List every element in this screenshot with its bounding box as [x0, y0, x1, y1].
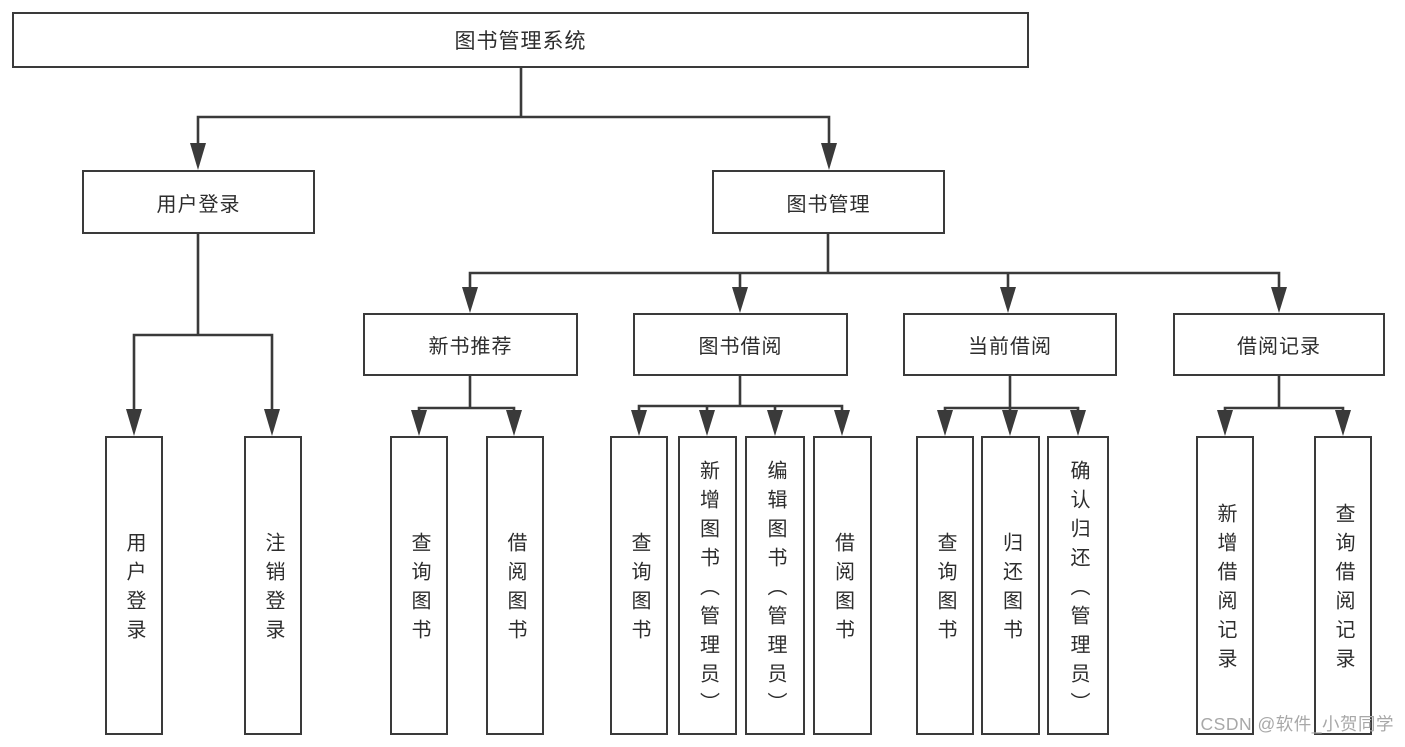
- arrowhead: [1335, 410, 1351, 436]
- node-book-management: 图书管理: [712, 170, 945, 234]
- arrowhead: [767, 410, 783, 436]
- connector-user-login-children: [132, 232, 274, 414]
- node-book-borrowing: 图书借阅: [633, 313, 848, 376]
- node-current-borrowing: 当前借阅: [903, 313, 1117, 376]
- arrowhead: [732, 287, 748, 313]
- node-book-management-label: 图书管理: [786, 193, 871, 216]
- connector-book-management-children: [468, 232, 1281, 291]
- node-borrow-records: 借阅记录: [1173, 313, 1385, 376]
- leaf-logout: 注销登录: [244, 436, 302, 735]
- arrowhead: [631, 410, 647, 436]
- connector-new-book-recommend-children: [417, 374, 516, 416]
- leaf-nbr-query-books-label: 查询图书: [408, 532, 430, 648]
- leaf-bb-add-books-admin-label: 新增图书（管理员）: [696, 459, 719, 721]
- arrowhead: [264, 409, 280, 436]
- leaf-br-add-record-label: 新增借阅记录: [1214, 503, 1236, 677]
- watermark: CSDN @软件_小贺同学: [1200, 714, 1394, 734]
- node-new-book-recommend-label: 新书推荐: [428, 336, 513, 358]
- connector-current-borrowing-children: [943, 374, 1080, 416]
- arrowhead: [506, 410, 522, 436]
- arrowhead: [937, 410, 953, 436]
- leaf-bb-query-books-label: 查询图书: [628, 532, 650, 648]
- arrowhead: [834, 410, 850, 436]
- connector-borrow-records-children: [1223, 374, 1345, 416]
- leaf-bb-query-books: 查询图书: [610, 436, 668, 735]
- leaf-cb-return-books-label: 归还图书: [999, 532, 1022, 648]
- node-user-login-label: 用户登录: [156, 193, 241, 216]
- leaf-nbr-borrow-books-label: 借阅图书: [504, 532, 526, 648]
- arrowhead: [1002, 410, 1018, 436]
- node-current-borrowing-label: 当前借阅: [968, 336, 1052, 358]
- arrowheads: [126, 143, 1351, 436]
- leaf-cb-confirm-return-admin: 确认归还（管理员）: [1047, 436, 1109, 735]
- leaf-logout-label: 注销登录: [262, 532, 284, 648]
- node-library-system: 图书管理系统: [12, 12, 1029, 68]
- leaf-br-add-record: 新增借阅记录: [1196, 436, 1254, 735]
- leaf-cb-return-books: 归还图书: [981, 436, 1040, 735]
- connector-lines: [132, 65, 1345, 416]
- arrowhead: [411, 410, 427, 436]
- leaf-cb-query-books-label: 查询图书: [934, 532, 956, 648]
- leaf-br-query-record: 查询借阅记录: [1314, 436, 1372, 735]
- leaf-br-query-record-label: 查询借阅记录: [1332, 503, 1354, 677]
- node-user-login: 用户登录: [82, 170, 315, 234]
- arrowhead: [462, 287, 478, 313]
- connector-book-borrowing-children: [637, 374, 844, 416]
- node-borrow-records-label: 借阅记录: [1237, 336, 1321, 358]
- leaf-cb-confirm-return-admin-label: 确认归还（管理员）: [1067, 459, 1089, 721]
- leaf-cb-query-books: 查询图书: [916, 436, 974, 735]
- leaf-user-login-label: 用户登录: [123, 532, 145, 648]
- leaf-bb-add-books-admin: 新增图书（管理员）: [678, 436, 737, 735]
- node-new-book-recommend: 新书推荐: [363, 313, 578, 376]
- arrowhead: [126, 409, 142, 436]
- leaf-bb-borrow-books: 借阅图书: [813, 436, 872, 735]
- arrowhead: [1271, 287, 1287, 313]
- leaf-nbr-query-books: 查询图书: [390, 436, 448, 735]
- node-book-borrowing-label: 图书借阅: [698, 336, 783, 358]
- arrowhead: [190, 143, 206, 170]
- arrowhead: [821, 143, 837, 170]
- arrowhead: [1000, 287, 1016, 313]
- node-library-system-label: 图书管理系统: [454, 30, 587, 53]
- arrowhead: [1217, 410, 1233, 436]
- arrowhead: [699, 410, 715, 436]
- arrowhead: [1070, 410, 1086, 436]
- leaf-bb-borrow-books-label: 借阅图书: [831, 532, 854, 648]
- leaf-nbr-borrow-books: 借阅图书: [486, 436, 544, 735]
- leaf-bb-edit-books-admin-label: 编辑图书（管理员）: [764, 459, 786, 721]
- leaf-bb-edit-books-admin: 编辑图书（管理员）: [745, 436, 805, 735]
- connector-root-to-level2: [196, 65, 831, 148]
- leaf-user-login: 用户登录: [105, 436, 163, 735]
